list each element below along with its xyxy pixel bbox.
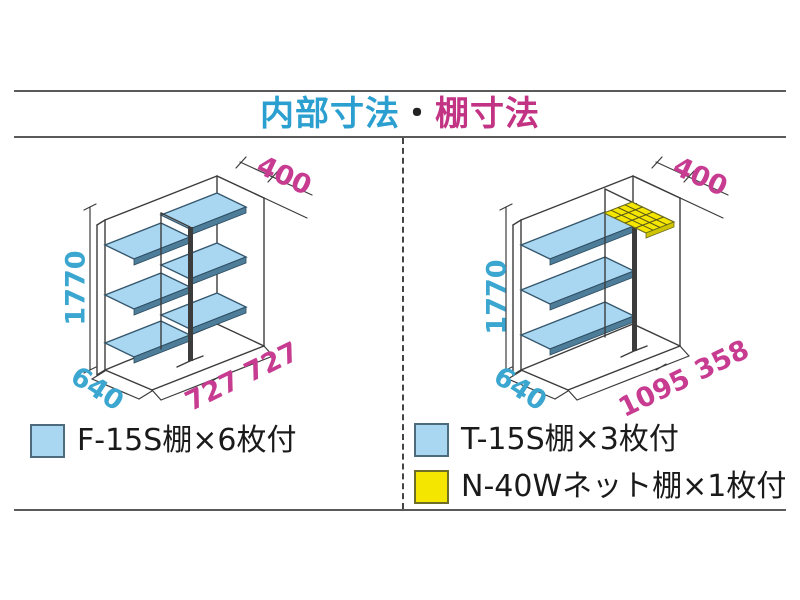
title-internal-dimensions: 内部寸法 bbox=[260, 94, 400, 134]
legend-swatch-n40w-net-shelf bbox=[414, 470, 449, 504]
right-net-shelf bbox=[602, 201, 676, 239]
title-shelf-dimensions: 棚寸法 bbox=[435, 94, 540, 134]
page-title: 内部寸法・棚寸法 bbox=[0, 92, 800, 136]
right-cabinet-frame bbox=[512, 175, 681, 391]
right-legend-row-1: T-15S棚×3枚付 bbox=[414, 423, 679, 457]
right-dim-label-depth: 640 bbox=[487, 360, 553, 418]
legend-label-t15s-shelf: T-15S棚×3枚付 bbox=[461, 422, 679, 457]
left-dim-label-depth: 640 bbox=[64, 360, 130, 418]
left-center-divider bbox=[160, 212, 204, 368]
right-legend-row-2: N-40Wネット棚×1枚付 bbox=[414, 470, 786, 504]
legend-swatch-t15s-shelf bbox=[414, 423, 449, 457]
left-dim-label-width: 727 727 bbox=[180, 336, 304, 418]
top-rule bbox=[14, 90, 786, 92]
left-legend-row: F-15S棚×6枚付 bbox=[30, 424, 297, 458]
right-dim-label-shelf-depth: 400 bbox=[667, 151, 733, 203]
right-center-divider bbox=[604, 188, 648, 358]
title-separator: ・ bbox=[400, 94, 435, 134]
right-dim-label-width: 1095 358 bbox=[613, 334, 755, 424]
left-cabinet-frame bbox=[96, 175, 265, 391]
right-shelves bbox=[519, 211, 636, 356]
legend-label-f15s-shelf: F-15S棚×6枚付 bbox=[77, 423, 297, 458]
legend-label-n40w-net-shelf: N-40Wネット棚×1枚付 bbox=[461, 469, 787, 504]
bottom-rule bbox=[14, 509, 786, 511]
panel-divider-dashed-line bbox=[402, 138, 404, 509]
left-dim-label-height: 1770 bbox=[60, 250, 92, 326]
right-dim-label-height: 1770 bbox=[481, 259, 513, 335]
left-shelves bbox=[103, 192, 248, 364]
left-dim-label-shelf-depth: 400 bbox=[251, 150, 317, 202]
title-bottom-rule bbox=[14, 136, 786, 138]
legend-swatch-f15s-shelf bbox=[30, 424, 65, 458]
